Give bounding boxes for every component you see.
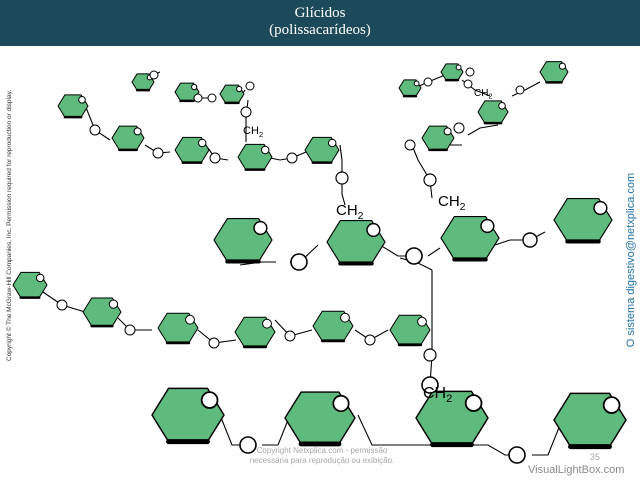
glucose-ring (234, 316, 276, 349)
slide-subtitle: (polissacarídeos) (269, 22, 371, 38)
glycosidic-oxygen (364, 334, 376, 346)
ring-oxygen (340, 312, 350, 323)
glycosidic-oxygen (240, 106, 252, 118)
glycosidic-oxygen (56, 299, 68, 311)
ring-oxygen (464, 394, 483, 412)
site-vertical: O sistema digestivo@netxplica.com (625, 172, 637, 348)
ring-oxygen (200, 391, 219, 409)
ch2-label: CH2 (474, 88, 492, 101)
glycosidic-oxygen (208, 337, 220, 349)
footer-copyright-line2: necessária para reprodução ou exibição. (249, 456, 395, 465)
glucose-ring (553, 197, 613, 244)
ring-oxygen (133, 127, 142, 136)
glycosidic-oxygen (284, 330, 296, 342)
glucose-ring (398, 79, 422, 98)
ring-oxygen (602, 396, 621, 414)
glycosidic-oxygen (404, 139, 416, 151)
glucose-ring (284, 391, 356, 447)
ring-oxygen (78, 95, 86, 104)
glycosidic-oxygen (286, 152, 298, 164)
ring-oxygen (236, 85, 243, 93)
ring-oxygen (593, 200, 608, 216)
glucose-ring (312, 310, 354, 343)
ring-oxygen (417, 316, 427, 327)
glucose-ring (415, 390, 489, 448)
glucose-ring (477, 100, 509, 125)
glucose-ring (174, 82, 200, 103)
ch2-label: CH2 (243, 125, 263, 139)
glucose-ring (12, 271, 48, 299)
ring-oxygen (35, 273, 45, 283)
page-number: 35 (590, 452, 601, 462)
glycosidic-oxygen (335, 171, 349, 185)
ring-oxygen (191, 83, 198, 91)
glucose-ring (421, 125, 455, 152)
ring-oxygen (455, 64, 462, 71)
glycosidic-oxygen (423, 77, 433, 87)
glycosidic-oxygen (245, 81, 255, 91)
ch2-label: CH2 (423, 385, 452, 405)
glucose-ring (57, 94, 89, 119)
ch2-label: CH2 (438, 193, 466, 213)
ring-oxygen (260, 145, 270, 155)
glucose-ring (111, 125, 145, 152)
slide-title: Glícidos (294, 5, 346, 21)
footer-copyright-line1: Copyright Netxplica.com - permissão (256, 446, 388, 455)
glycosidic-oxygen (453, 122, 465, 134)
glycosidic-oxygen (515, 85, 525, 95)
ch2-label: CH2 (336, 202, 364, 222)
slide-header: Glícidos (polissacarídeos) (0, 0, 640, 46)
glycosidic-oxygen (405, 247, 423, 265)
glucose-ring (539, 61, 569, 84)
ring-oxygen (185, 314, 195, 325)
glucose-ring (82, 297, 122, 328)
glycosidic-oxygen (423, 348, 437, 362)
glucose-ring (219, 84, 245, 105)
glucose-ring (389, 314, 431, 347)
glycosidic-oxygen (152, 147, 164, 159)
glycosidic-oxygen (463, 79, 473, 89)
ring-oxygen (108, 299, 119, 309)
glucose-ring (440, 63, 464, 82)
glucose-ring (213, 217, 273, 264)
glucose-ring (440, 215, 500, 262)
ring-oxygen (413, 80, 420, 87)
glucose-ring (151, 387, 225, 445)
glycosidic-oxygen (209, 152, 221, 164)
glycosidic-oxygen (89, 124, 101, 136)
glycosidic-oxygen (124, 324, 136, 336)
ring-oxygen (558, 62, 566, 70)
glucose-ring (157, 312, 199, 345)
glycosidic-oxygen (421, 376, 439, 394)
glycosidic-oxygen (290, 253, 308, 271)
ring-oxygen (197, 138, 207, 148)
ring-oxygen (443, 127, 452, 136)
glucose-ring (304, 136, 340, 164)
glucose-ring (237, 143, 273, 171)
glucose-ring (174, 136, 210, 164)
glycosidic-oxygen (239, 436, 257, 454)
ring-oxygen (498, 101, 506, 110)
ring-oxygen (262, 318, 272, 329)
glycosidic-oxygen (207, 93, 217, 103)
glycosidic-oxygen (423, 173, 437, 187)
ring-oxygen (253, 220, 268, 236)
glucose-ring (553, 392, 627, 450)
glucose-ring (326, 219, 386, 266)
ring-oxygen (366, 222, 381, 238)
ring-oxygen (332, 394, 350, 413)
footer-copyright: Copyright Netxplica.com - permissão nece… (222, 446, 422, 466)
ring-oxygen (480, 218, 495, 234)
glycosidic-oxygen (522, 232, 538, 248)
copyright-vertical: Copyright © The McGraw-Hill Companies, I… (6, 89, 13, 361)
watermark: VisualLightBox.com (528, 464, 625, 476)
ring-oxygen (327, 138, 337, 148)
glycosidic-oxygen (465, 67, 475, 77)
glycosidic-oxygen (508, 446, 526, 464)
glycosidic-oxygen (149, 70, 159, 80)
glycosidic-oxygen (193, 93, 203, 103)
